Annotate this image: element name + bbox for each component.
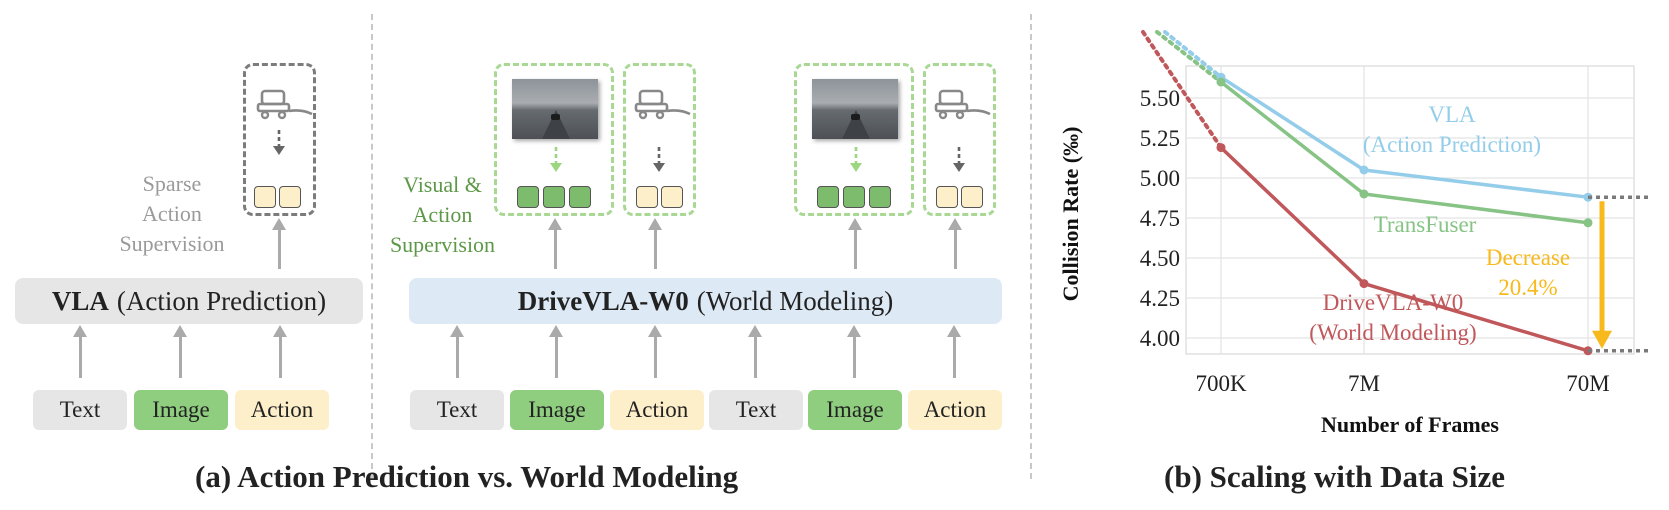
up-arrow bbox=[273, 325, 287, 378]
collision-rate-chart: 4.00 4.25 4.50 4.75 5.00 5.25 5.50 700K 7M 70M Num… bbox=[1058, 30, 1648, 437]
action-token-cell bbox=[661, 186, 683, 208]
dashed-down-arrow-icon bbox=[850, 147, 862, 172]
visual-token-cell bbox=[569, 186, 591, 208]
x-tick-label: 7M bbox=[1348, 371, 1380, 396]
w0-action-supervision-box bbox=[923, 63, 996, 216]
w0-series-label: DriveVLA-W0(World Modeling) bbox=[1309, 290, 1476, 345]
vla-model-bar: VLA (Action Prediction) bbox=[15, 278, 363, 324]
action-token-cell bbox=[279, 186, 301, 208]
dashed-down-arrow-icon bbox=[273, 130, 285, 155]
action-token-cell bbox=[936, 186, 958, 208]
w0-input-text-token: Text bbox=[709, 390, 803, 430]
divider bbox=[371, 14, 373, 479]
vla-input-text-token: Text bbox=[33, 390, 127, 430]
y-tick-label: 4.50 bbox=[1140, 246, 1180, 271]
vla-model-desc: (Action Prediction) bbox=[116, 285, 327, 316]
w0-visual-supervision-box bbox=[794, 63, 914, 216]
x-tick-label: 700K bbox=[1195, 371, 1247, 396]
w0-model-bar: DriveVLA-W0 (World Modeling) bbox=[409, 278, 1002, 324]
y-axis-label: Collision Rate (‰) bbox=[1058, 127, 1083, 302]
up-arrow bbox=[272, 218, 286, 269]
vla-input-image-token: Image bbox=[134, 390, 228, 430]
x-tick-label: 70M bbox=[1566, 371, 1609, 396]
up-arrow bbox=[947, 325, 961, 378]
driving-scene-image bbox=[812, 79, 898, 139]
w0-input-action-token: Action bbox=[908, 390, 1002, 430]
up-arrow bbox=[848, 218, 862, 269]
vla-series-label: VLA(Action Prediction) bbox=[1363, 102, 1541, 157]
w0-action-supervision-box bbox=[623, 63, 696, 216]
vla-action-supervision-box bbox=[243, 63, 316, 216]
up-arrow bbox=[948, 218, 962, 269]
up-arrow bbox=[748, 325, 762, 378]
driving-scene-image bbox=[512, 79, 598, 139]
y-tick-label: 4.00 bbox=[1140, 326, 1180, 351]
up-arrow bbox=[648, 218, 662, 269]
plot-area bbox=[1185, 65, 1635, 355]
visual-token-cell bbox=[817, 186, 839, 208]
w0-input-action-token: Action bbox=[610, 390, 704, 430]
dashed-down-arrow-icon bbox=[953, 147, 965, 172]
action-token-cell bbox=[254, 186, 276, 208]
panel-a-caption: (a) Action Prediction vs. World Modeling bbox=[195, 459, 739, 494]
divider bbox=[1030, 14, 1032, 479]
w0-data-point bbox=[1359, 279, 1369, 289]
w0-lead-in-line bbox=[1141, 30, 1223, 150]
y-tick-label: 5.25 bbox=[1140, 126, 1180, 151]
visual-token-cell bbox=[517, 186, 539, 208]
transfuser-data-point bbox=[1583, 218, 1593, 228]
w0-supervision-label: Visual & Action Supervision bbox=[389, 172, 496, 257]
vla-supervision-label: Sparse Action Supervision bbox=[119, 171, 225, 256]
visual-token-cell bbox=[843, 186, 865, 208]
up-arrow bbox=[450, 325, 464, 378]
vla-input-action-token: Action bbox=[235, 390, 329, 430]
y-tick-label: 5.50 bbox=[1140, 86, 1180, 111]
action-token-cell bbox=[961, 186, 983, 208]
vla-data-point bbox=[1359, 165, 1369, 175]
vehicle-trajectory-icon bbox=[256, 89, 313, 120]
action-token-cell bbox=[636, 186, 658, 208]
panel-b-caption: (b) Scaling with Data Size bbox=[1164, 459, 1505, 494]
up-arrow bbox=[173, 325, 187, 378]
w0-input-text-token: Text bbox=[410, 390, 504, 430]
y-tick-label: 5.00 bbox=[1140, 166, 1180, 191]
w0-data-point bbox=[1216, 143, 1226, 153]
transfuser-data-point bbox=[1216, 77, 1226, 87]
up-arrow bbox=[648, 325, 662, 378]
w0-model-name: DriveVLA-W0 bbox=[517, 285, 689, 316]
dashed-down-arrow-icon bbox=[550, 147, 562, 172]
vla-model-name: VLA bbox=[51, 285, 109, 316]
transfuser-data-point bbox=[1359, 189, 1369, 199]
w0-model-desc: (World Modeling) bbox=[696, 285, 894, 316]
up-arrow bbox=[73, 325, 87, 378]
x-axis-label: Number of Frames bbox=[1321, 412, 1499, 437]
vehicle-trajectory-icon bbox=[634, 89, 691, 120]
transfuser-lead-in-line bbox=[1155, 30, 1223, 84]
vla-lead-in-line bbox=[1163, 30, 1223, 80]
visual-token-cell bbox=[869, 186, 891, 208]
up-arrow bbox=[549, 325, 563, 378]
w0-input-image-token: Image bbox=[808, 390, 902, 430]
dashed-down-arrow-icon bbox=[653, 147, 665, 172]
up-arrow bbox=[847, 325, 861, 378]
decrease-arrow-head bbox=[1592, 330, 1612, 349]
transfuser-series-label: TransFuser bbox=[1374, 212, 1477, 237]
y-tick-label: 4.25 bbox=[1140, 286, 1180, 311]
w0-input-image-token: Image bbox=[510, 390, 604, 430]
visual-token-cell bbox=[543, 186, 565, 208]
y-tick-label: 4.75 bbox=[1140, 206, 1180, 231]
up-arrow bbox=[548, 218, 562, 269]
w0-visual-supervision-box bbox=[494, 63, 614, 216]
vehicle-trajectory-icon bbox=[934, 89, 991, 120]
